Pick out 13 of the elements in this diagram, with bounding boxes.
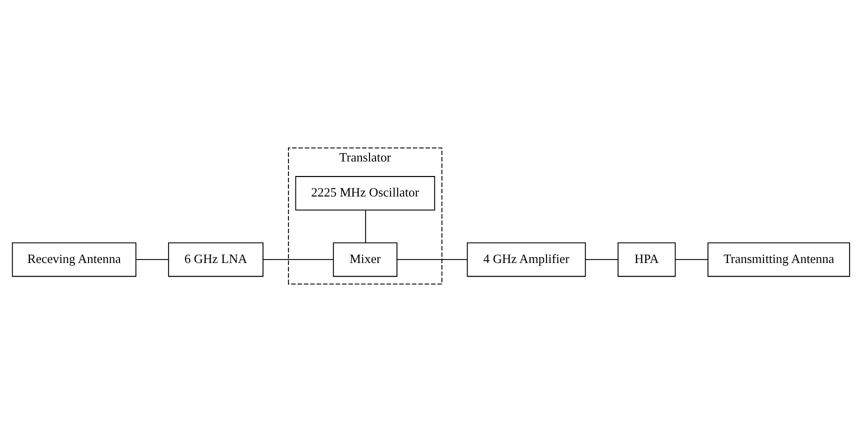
node-box: 6 GHz LNA [168,242,264,277]
node-box: HPA [618,242,676,277]
connector [396,259,468,260]
connector [262,259,334,260]
node-box: 2225 MHz Oscillator [295,176,436,211]
connector [585,259,618,260]
node-box: Transmitting Antenna [708,242,850,277]
node-box: 4 GHz Amplifier [466,242,586,277]
node-box: Mixer [332,242,398,277]
connector [136,259,169,260]
node-box: Receving Antenna [12,242,136,277]
connector [365,210,366,243]
connector [674,259,708,260]
